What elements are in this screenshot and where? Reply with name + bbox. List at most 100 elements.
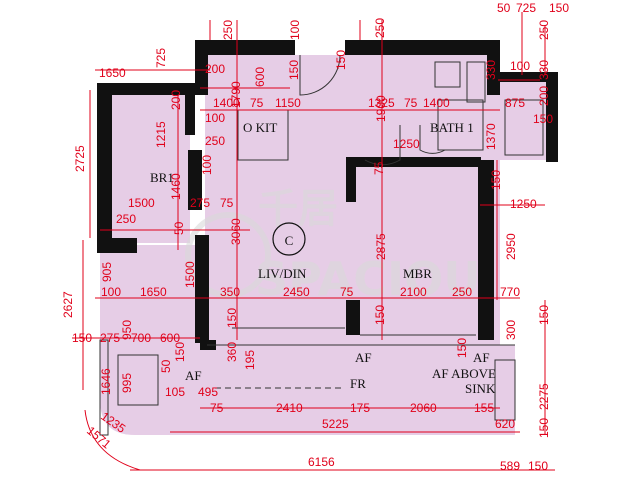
dim-2627: 2627 xyxy=(61,291,75,318)
room-fr: FR xyxy=(350,376,366,391)
dim-620: 620 xyxy=(495,417,515,431)
wall-kit-left xyxy=(195,40,208,95)
dim-50-a: 50 xyxy=(172,221,186,235)
dim-725: 725 xyxy=(154,48,168,68)
dim-155: 155 xyxy=(474,401,494,415)
dim-150-g: 150 xyxy=(72,331,92,345)
watermark-en: SPACIOU xyxy=(255,252,481,306)
dim-175: 175 xyxy=(350,401,370,415)
watermark: 千居 SPACIOU xyxy=(185,186,481,306)
dim-150-c: 150 xyxy=(489,170,503,190)
dim-100-e: 100 xyxy=(101,285,121,299)
dim-75-a: 75 xyxy=(250,96,264,110)
watermark-cn: 千居 xyxy=(258,186,338,232)
dim-250-a: 250 xyxy=(205,134,225,148)
dim-300: 300 xyxy=(504,320,518,340)
room-af-3: AF xyxy=(473,350,490,365)
dim-v-250-a: 250 xyxy=(221,20,235,40)
dim-2950: 2950 xyxy=(504,233,518,260)
wall-bath-right xyxy=(487,40,500,95)
dim-200-a: 200 xyxy=(537,86,551,106)
balcony-unit xyxy=(504,99,544,156)
dim-350: 350 xyxy=(220,285,240,299)
dim-3060: 3060 xyxy=(229,218,243,245)
dim-150-j: 150 xyxy=(537,418,551,438)
dim-275-b: 275 xyxy=(100,331,120,345)
dim-1460: 1460 xyxy=(169,173,183,200)
dim-5225: 5225 xyxy=(322,417,349,431)
watermark-ring-icon xyxy=(185,212,271,298)
dim-75-f: 75 xyxy=(210,401,224,415)
dim-2725: 2725 xyxy=(73,145,87,172)
dim-360: 360 xyxy=(225,342,239,362)
utility-platform-floor xyxy=(100,345,515,435)
room-livdin: LIV/DIN xyxy=(258,266,307,281)
room-br1: BR1 xyxy=(150,170,174,185)
dim-200-b: 200 xyxy=(169,90,183,110)
dim-150-i: 150 xyxy=(455,338,469,358)
dim-875: 875 xyxy=(505,96,525,110)
dim-1400-b: 1400 xyxy=(423,96,450,110)
dim-330-b: 330 xyxy=(537,60,551,80)
room-bath: BATH 1 xyxy=(430,120,474,135)
wall-top-left xyxy=(195,40,295,55)
dim-600: 600 xyxy=(253,67,267,87)
bath-toilet xyxy=(466,61,486,103)
dim-75-b: 75 xyxy=(404,96,418,110)
room-kit: O KIT xyxy=(243,120,277,135)
wall-top-right xyxy=(345,40,500,55)
dim-100-c: 100 xyxy=(205,111,225,125)
mbr-door-swing xyxy=(364,125,401,166)
dim-1215: 1215 xyxy=(154,121,168,148)
dim-1650: 1650 xyxy=(99,66,126,80)
dim-1400-a: 1400 xyxy=(213,96,240,110)
dim-2275: 2275 xyxy=(537,383,551,410)
wall-liv-left xyxy=(195,235,209,343)
dim-150-e: 150 xyxy=(373,305,387,325)
dim-top-150: 150 xyxy=(549,1,569,15)
dim-600-b: 600 xyxy=(160,331,180,345)
dim-1790: 1790 xyxy=(229,81,243,108)
dim-top-725: 725 xyxy=(516,1,536,15)
dim-2100: 2100 xyxy=(400,285,427,299)
wall-mbr-top xyxy=(346,157,481,167)
dim-v-250-c: 250 xyxy=(537,20,551,40)
dim-700: 700 xyxy=(131,331,151,345)
dim-150-k: 150 xyxy=(528,459,548,473)
dim-100-b: 100 xyxy=(510,59,530,73)
lower-left-floor xyxy=(100,245,200,355)
dim-1250-a: 1250 xyxy=(393,137,420,151)
dimension-labels: 50 725 150 250 100 250 250 1650 725 200 … xyxy=(61,1,569,473)
platform-ac-box xyxy=(117,354,159,406)
walls xyxy=(97,40,558,436)
bath-door-swing xyxy=(419,125,446,154)
dim-v-150-b: 150 xyxy=(334,50,348,70)
dim-top-50: 50 xyxy=(497,1,511,15)
dim-2875: 2875 xyxy=(374,233,388,260)
bath-shower xyxy=(437,99,484,151)
wall-mbr-left-lower xyxy=(346,300,360,335)
wall-outer-left xyxy=(99,339,109,436)
wall-balcony-top xyxy=(500,72,558,82)
wall-br1-right-lower xyxy=(188,150,202,210)
dim-75-d: 75 xyxy=(220,196,234,210)
dim-1250-b: 1250 xyxy=(510,197,537,211)
room-af-above: AF ABOVE xyxy=(432,366,496,381)
dim-150-h: 150 xyxy=(173,342,187,362)
wall-balcony-right xyxy=(546,72,558,162)
dim-75-e: 75 xyxy=(340,285,354,299)
dim-195: 195 xyxy=(243,350,257,370)
wall-br1-top xyxy=(97,83,207,95)
dim-150-f: 150 xyxy=(537,305,551,325)
dim-250-b: 250 xyxy=(116,212,136,226)
room-mbr: MBR xyxy=(403,266,432,281)
room-af-1: AF xyxy=(185,368,202,383)
wall-mbr-left xyxy=(346,157,356,202)
dim-275: 275 xyxy=(190,196,210,210)
bath-sink xyxy=(434,61,461,88)
dim-v-150-a: 150 xyxy=(287,60,301,80)
dim-1150: 1150 xyxy=(275,96,301,110)
dim-1370: 1370 xyxy=(484,123,498,150)
